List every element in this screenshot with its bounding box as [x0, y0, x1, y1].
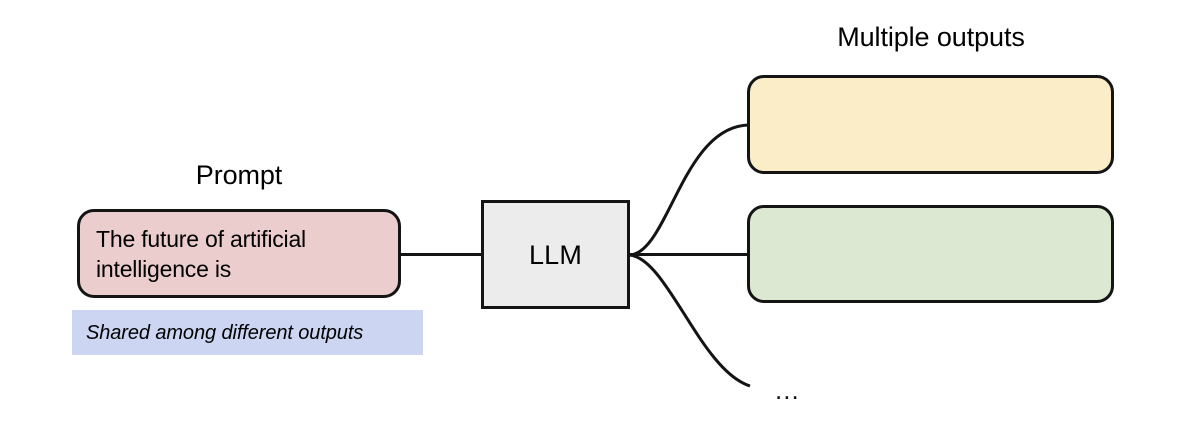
connector-llm-to-ellipsis	[628, 253, 751, 388]
connector-llm-to-output-1	[628, 123, 750, 257]
multiple-outputs-label: Multiple outputs	[837, 22, 1025, 52]
llm-label: LLM	[528, 239, 583, 270]
output-ellipsis: ...	[775, 375, 800, 405]
llm-box[interactable]: LLM	[481, 200, 630, 309]
output-box-2[interactable]	[747, 205, 1114, 303]
output-box-1[interactable]	[747, 75, 1114, 174]
prompt-box[interactable]: The future of artificial intelligence is	[77, 209, 401, 298]
prompt-text: The future of artificial intelligence is	[96, 225, 306, 282]
prompt-label: Prompt	[195, 160, 283, 190]
shared-prompt-caption: Shared among different outputs	[72, 310, 423, 355]
